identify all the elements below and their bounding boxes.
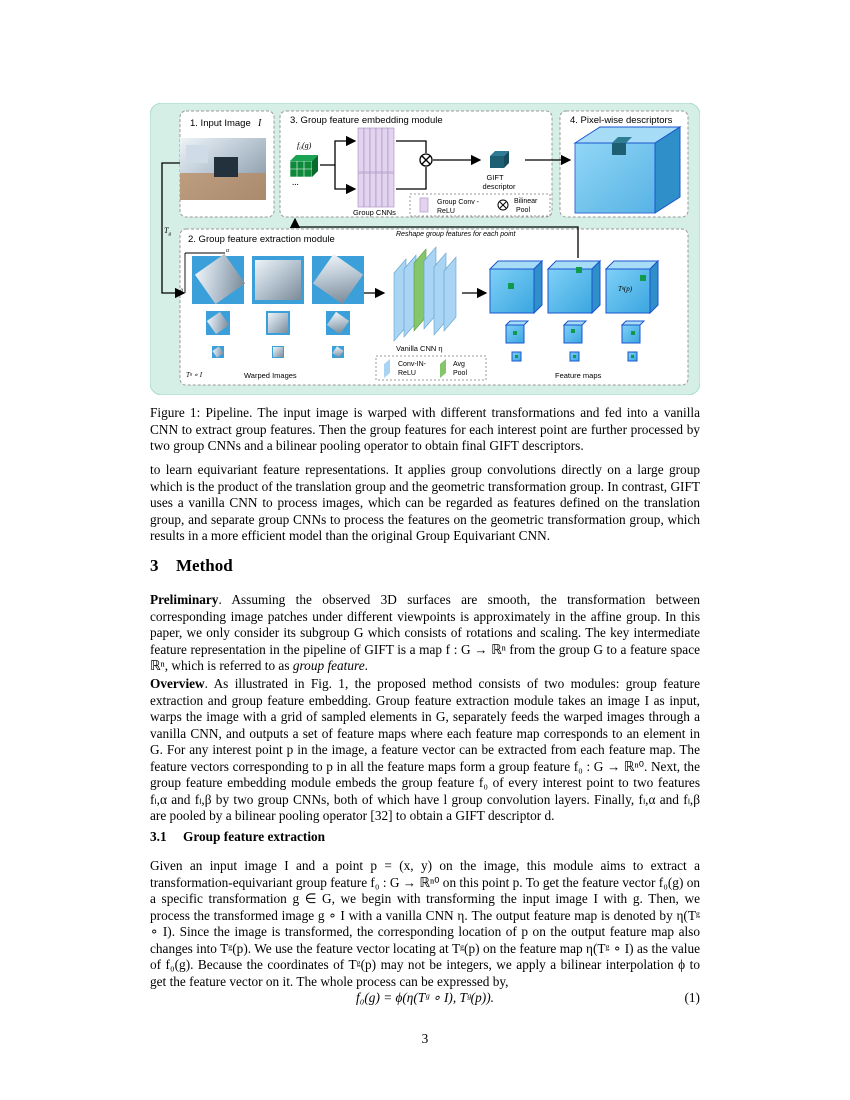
pipeline-figure: 1. Input Image I 3. Group feature embedd… bbox=[150, 103, 700, 395]
figure-caption: Figure 1: Pipeline. The input image is w… bbox=[150, 405, 700, 453]
svg-text:α: α bbox=[226, 248, 230, 254]
svg-text:β: β bbox=[179, 289, 183, 295]
svg-text:Conv-IN-: Conv-IN- bbox=[398, 361, 427, 368]
vanilla-cnn bbox=[393, 246, 457, 342]
warped-images-label: Warped Images bbox=[244, 371, 297, 380]
group-feature-grid bbox=[289, 155, 318, 178]
descriptor-volume bbox=[573, 126, 682, 214]
reshape-label: Reshape group features for each point bbox=[396, 231, 517, 238]
equation-number: (1) bbox=[684, 990, 700, 1005]
subsection-title: Group feature extraction bbox=[183, 829, 326, 844]
gift-label-line2: descriptor bbox=[483, 182, 516, 191]
panel3-title: 3. Group feature embedding module bbox=[290, 115, 443, 126]
tgp-label: Tᵍ(p) bbox=[618, 285, 633, 293]
panel-group-embedding: 3. Group feature embedding module f₀(g) … bbox=[279, 110, 553, 218]
svg-text:Group Conv -: Group Conv - bbox=[437, 199, 480, 206]
panel-pixel-descriptors: 4. Pixel-wise descriptors bbox=[559, 110, 689, 218]
section-title: Method bbox=[176, 556, 233, 575]
gift-label-line1: GIFT bbox=[486, 173, 503, 182]
paragraph-related-work: to learn equivariant feature representat… bbox=[150, 462, 700, 543]
svg-text:Pool: Pool bbox=[516, 207, 530, 214]
section-number: 3 bbox=[150, 556, 159, 575]
panel2-title: 2. Group feature extraction module bbox=[188, 234, 335, 245]
panel-input-image: 1. Input Image I bbox=[179, 110, 275, 218]
panel1-title: 1. Input Image bbox=[190, 118, 251, 129]
panel1-symbol: I bbox=[257, 118, 262, 129]
group-cnn-lower bbox=[357, 172, 395, 208]
f0g-label: f₀(g) bbox=[297, 141, 312, 150]
bilinear-pool-icon bbox=[419, 153, 433, 167]
tg-label: Tg bbox=[164, 226, 171, 237]
page-number: 3 bbox=[421, 1031, 429, 1046]
svg-text:Bilinear: Bilinear bbox=[514, 198, 538, 205]
group-cnns-label: Group CNNs bbox=[353, 208, 396, 217]
paragraph-overview: Overview. As illustrated in Fig. 1, the … bbox=[150, 676, 700, 823]
gift-descriptor-cube bbox=[490, 151, 509, 168]
warped-images-grid bbox=[192, 253, 364, 358]
extraction-legend: Conv-IN- ReLU Avg Pool bbox=[375, 355, 487, 381]
embedding-legend: Group Conv - ReLU Bilinear Pool bbox=[409, 193, 551, 217]
panel4-title: 4. Pixel-wise descriptors bbox=[570, 115, 673, 126]
emph-group-feature: group feature bbox=[292, 658, 365, 673]
dots: ... bbox=[292, 177, 299, 187]
section-heading: 3 Method bbox=[150, 556, 233, 576]
vanilla-cnn-label: Vanilla CNN η bbox=[396, 344, 443, 353]
svg-text:Pool: Pool bbox=[453, 370, 467, 377]
feature-maps bbox=[488, 259, 660, 362]
panel-group-extraction: 2. Group feature extraction module Resha… bbox=[179, 217, 689, 386]
equation-body: f₀(g) = ϕ(η(Tᵍ ∘ I), Tᵍ(p)). bbox=[356, 990, 494, 1005]
runin-preliminary: Preliminary bbox=[150, 592, 219, 607]
subsection-heading: 3.1 Group feature extraction bbox=[150, 829, 325, 845]
svg-text:ReLU: ReLU bbox=[398, 370, 416, 377]
runin-overview: Overview bbox=[150, 676, 205, 691]
paragraph-preliminary: Preliminary. Assuming the observed 3D su… bbox=[150, 592, 700, 673]
svg-text:Avg: Avg bbox=[453, 361, 465, 368]
svg-text:ReLU: ReLU bbox=[437, 208, 455, 215]
subsection-number: 3.1 bbox=[150, 829, 167, 844]
group-cnn-upper bbox=[357, 127, 395, 173]
tgoi-label: Tᵍ ∘ I bbox=[186, 371, 203, 379]
paragraph-group-feature-extraction: Given an input image I and a point p = (… bbox=[150, 858, 700, 989]
feature-maps-label: Feature maps bbox=[555, 371, 602, 380]
